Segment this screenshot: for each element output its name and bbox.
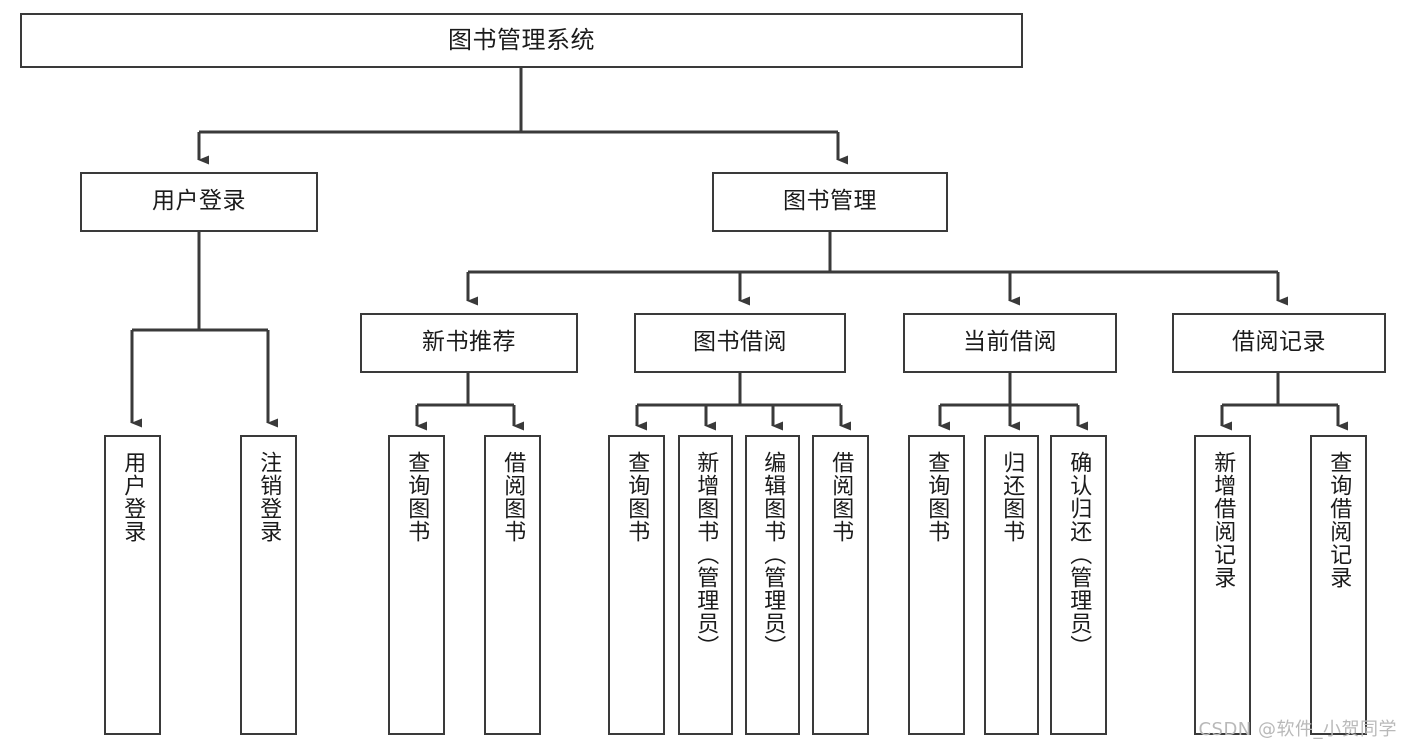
node-root-label: 图书管理系统: [448, 26, 595, 55]
node-leaf-add-book-label: 新增图书（管理员）: [693, 451, 719, 658]
node-leaf-query-record-label: 查询借阅记录: [1326, 451, 1352, 589]
node-borrow-record[interactable]: 借阅记录: [1172, 313, 1386, 373]
node-leaf-return-book-label: 归还图书: [999, 451, 1025, 543]
node-leaf-query-book-3[interactable]: 查询图书: [908, 435, 965, 735]
node-leaf-query-book-1[interactable]: 查询图书: [388, 435, 445, 735]
node-leaf-return-book[interactable]: 归还图书: [984, 435, 1039, 735]
node-leaf-confirm-return[interactable]: 确认归还（管理员）: [1050, 435, 1107, 735]
node-leaf-borrow-book-2[interactable]: 借阅图书: [812, 435, 869, 735]
node-leaf-edit-book[interactable]: 编辑图书（管理员）: [745, 435, 800, 735]
node-user-login-label: 用户登录: [152, 188, 246, 215]
node-current-borrow[interactable]: 当前借阅: [903, 313, 1117, 373]
node-user-login[interactable]: 用户登录: [80, 172, 318, 232]
node-leaf-edit-book-label: 编辑图书（管理员）: [760, 451, 786, 658]
node-book-management-label: 图书管理: [783, 188, 877, 215]
node-new-book-recommend[interactable]: 新书推荐: [360, 313, 578, 373]
node-book-management[interactable]: 图书管理: [712, 172, 948, 232]
node-leaf-logout-login-label: 注销登录: [256, 451, 282, 543]
node-book-borrow[interactable]: 图书借阅: [634, 313, 846, 373]
node-leaf-add-record-label: 新增借阅记录: [1210, 451, 1236, 589]
node-leaf-add-record[interactable]: 新增借阅记录: [1194, 435, 1251, 735]
node-leaf-user-login[interactable]: 用户登录: [104, 435, 161, 735]
node-leaf-borrow-book-1[interactable]: 借阅图书: [484, 435, 541, 735]
node-new-book-recommend-label: 新书推荐: [422, 329, 516, 356]
node-borrow-record-label: 借阅记录: [1232, 329, 1326, 356]
node-leaf-confirm-return-label: 确认归还（管理员）: [1066, 451, 1092, 658]
node-leaf-query-book-2-label: 查询图书: [624, 451, 650, 543]
node-leaf-borrow-book-1-label: 借阅图书: [500, 451, 526, 543]
node-leaf-borrow-book-2-label: 借阅图书: [828, 451, 854, 543]
node-leaf-query-book-1-label: 查询图书: [404, 451, 430, 543]
node-leaf-logout-login[interactable]: 注销登录: [240, 435, 297, 735]
node-leaf-query-book-2[interactable]: 查询图书: [608, 435, 665, 735]
node-leaf-query-book-3-label: 查询图书: [924, 451, 950, 543]
node-book-borrow-label: 图书借阅: [693, 329, 787, 356]
node-leaf-add-book[interactable]: 新增图书（管理员）: [678, 435, 733, 735]
node-leaf-query-record[interactable]: 查询借阅记录: [1310, 435, 1367, 735]
csdn-watermark: CSDN @软件_小贺同学: [1198, 719, 1397, 740]
node-current-borrow-label: 当前借阅: [963, 329, 1057, 356]
node-root[interactable]: 图书管理系统: [20, 13, 1023, 68]
node-leaf-user-login-label: 用户登录: [120, 451, 146, 543]
